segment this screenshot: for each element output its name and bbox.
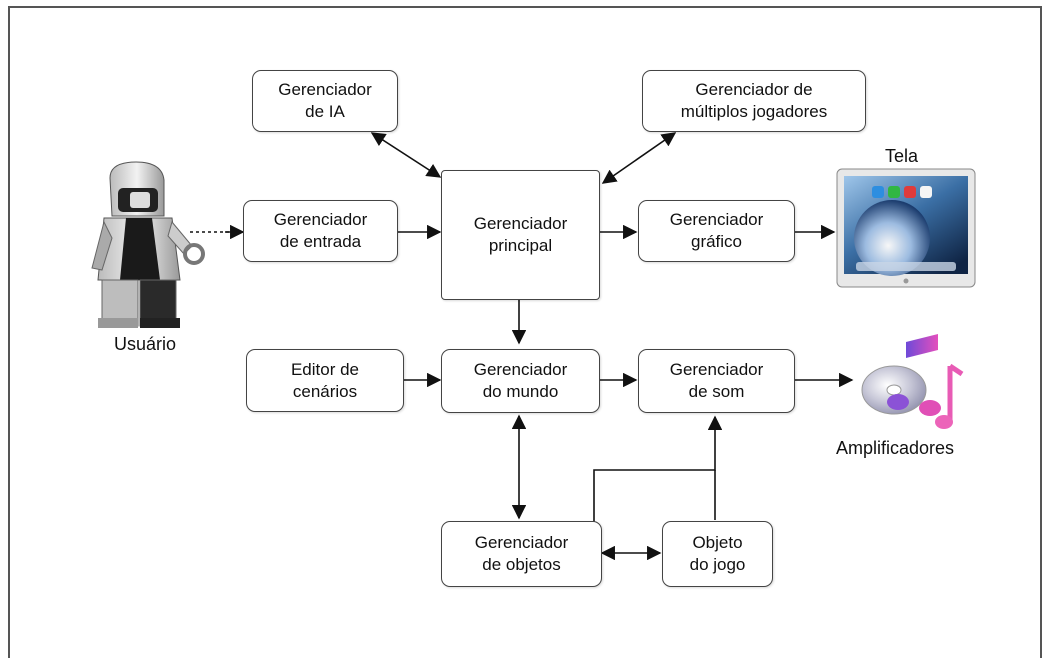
world-manager-label: Gerenciador do mundo [473, 360, 568, 401]
speakers-label: Amplificadores [836, 438, 955, 458]
ai-main-arrow [370, 132, 442, 178]
world-manager-box: Gerenciador do mundo [441, 349, 600, 413]
sound-manager-label: Gerenciador de som [669, 360, 764, 401]
ai-manager-box: Gerenciador de IA [252, 70, 398, 132]
main-manager-label: Gerenciador principal [473, 214, 568, 255]
input-manager-box: Gerenciador de entrada [243, 200, 398, 262]
ai-manager-label: Gerenciador de IA [278, 80, 372, 121]
input-manager-label: Gerenciador de entrada [273, 210, 368, 251]
screen-label: Tela [885, 146, 919, 166]
multiplayer-main-arrow [601, 132, 677, 184]
graphics-manager-box: Gerenciador gráfico [638, 200, 795, 262]
scenario-editor-box: Editor de cenários [246, 349, 404, 412]
sound-manager-box: Gerenciador de som [638, 349, 795, 413]
music-notes-cd-icon [861, 334, 964, 429]
multiplayer-manager-box: Gerenciador de múltiplos jogadores [642, 70, 866, 132]
object-manager-label: Gerenciador de objetos [474, 533, 569, 574]
scenario-editor-label: Editor de cenários [290, 359, 360, 401]
game-object-box: Objeto do jogo [662, 521, 773, 587]
lego-minifigure-icon [91, 161, 205, 328]
graphics-manager-label: Gerenciador gráfico [669, 210, 764, 251]
user-label: Usuário [114, 334, 177, 354]
multiplayer-manager-label: Gerenciador de múltiplos jogadores [680, 80, 828, 121]
monitor-icon [836, 168, 976, 288]
objects-sound-arrow [593, 415, 723, 522]
main-manager-box: Gerenciador principal [441, 170, 600, 300]
game-object-label: Objeto do jogo [689, 533, 746, 574]
object-manager-box: Gerenciador de objetos [441, 521, 602, 587]
